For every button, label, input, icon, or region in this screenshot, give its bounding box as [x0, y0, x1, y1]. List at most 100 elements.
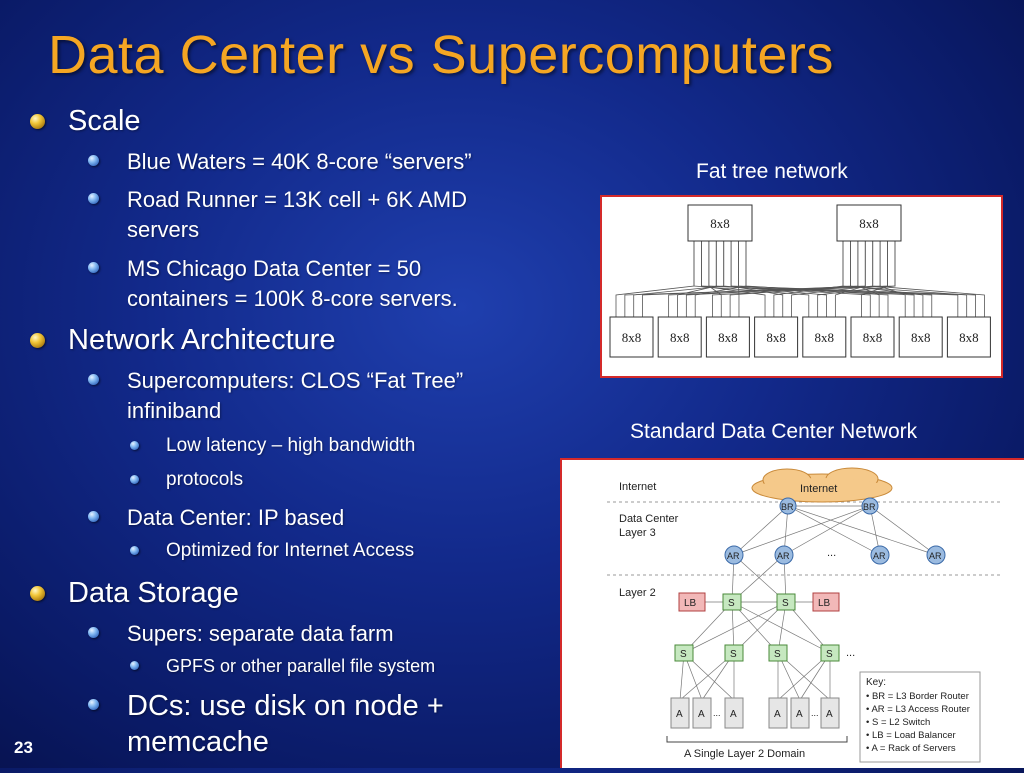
fat-tree-link: [701, 241, 765, 317]
sub-sub-bullet-icon: [130, 441, 139, 450]
bullet-ms-chicago-cont: containers = 100K 8-core servers.: [127, 284, 458, 314]
bullet-icon: [30, 333, 45, 348]
load-balancer-icon: LB: [679, 593, 705, 611]
load-balancer-icon: LB: [813, 593, 839, 611]
bullet-optimized: Optimized for Internet Access: [166, 540, 414, 562]
dc-layer3-label: Data Center: [619, 513, 679, 525]
access-router-icon: AR: [775, 546, 793, 564]
svg-text:LB: LB: [684, 598, 697, 609]
fat-tree-top-switches: 8x8 8x8: [688, 205, 901, 241]
key-item: • LB = Load Balancer: [866, 730, 956, 741]
server-rack-icon: A: [725, 698, 743, 728]
server-rack-icon: A: [671, 698, 689, 728]
internet-cloud-label: Internet: [800, 483, 837, 495]
switch-icon: S: [723, 594, 741, 610]
fat-tree-link: [873, 241, 985, 317]
bullet-list: Scale Blue Waters = 40K 8-core “servers”…: [0, 0, 600, 768]
svg-text:LB: LB: [818, 598, 831, 609]
switch-icon: S: [675, 645, 693, 661]
fat-tree-leaf-switch-label: 8x8: [670, 330, 690, 345]
bullet-supercomputers-cont: infiniband: [127, 396, 221, 426]
svg-text:AR: AR: [873, 551, 886, 561]
sub-bullet-icon: [88, 155, 99, 166]
bullet-supers-farm: Supers: separate data farm: [127, 619, 394, 649]
access-router-icon: AR: [871, 546, 889, 564]
ellipsis: ...: [846, 647, 855, 659]
dc-network-diagram: Internet Data Center Layer 3 Layer 2 Int…: [562, 460, 1024, 768]
fat-tree-link: [616, 241, 694, 317]
fat-tree-link: [716, 241, 870, 317]
bullet-road-runner: Road Runner = 13K cell + 6K AMD: [127, 185, 467, 215]
server-rack-icon: A: [769, 698, 787, 728]
fat-tree-link: [880, 241, 905, 317]
key-title: Key:: [866, 677, 886, 688]
fat-tree-leaf-switch-label: 8x8: [718, 330, 738, 345]
bullet-network-architecture: Network Architecture: [68, 324, 336, 357]
dc-network-figure: Internet Data Center Layer 3 Layer 2 Int…: [560, 458, 1024, 768]
switch-icon: S: [777, 594, 795, 610]
server-rack-icon: A: [791, 698, 809, 728]
fat-tree-leaf-switch-label: 8x8: [815, 330, 835, 345]
sub-bullet-icon: [88, 511, 99, 522]
fat-tree-leaf-switch-label: 8x8: [959, 330, 979, 345]
svg-text:A: A: [826, 709, 833, 720]
bullet-dcs: DCs: use disk on node +: [127, 688, 444, 724]
bullet-icon: [30, 586, 45, 601]
fat-tree-leaf-switch-label: 8x8: [863, 330, 883, 345]
svg-text:S: S: [728, 598, 735, 609]
svg-text:S: S: [680, 649, 687, 660]
ellipsis: ...: [827, 547, 836, 559]
bullet-supercomputers: Supercomputers: CLOS “Fat Tree”: [127, 366, 463, 396]
sub-bullet-icon: [88, 374, 99, 385]
fat-tree-caption: Fat tree network: [696, 160, 848, 184]
domain-label: A Single Layer 2 Domain: [684, 748, 805, 760]
key-item: • AR = L3 Access Router: [866, 704, 970, 715]
fat-tree-link: [625, 241, 895, 317]
bullet-blue-waters: Blue Waters = 40K 8-core “servers”: [127, 147, 472, 177]
switch-icon: S: [769, 645, 787, 661]
svg-text:A: A: [774, 709, 781, 720]
fat-tree-link: [746, 241, 888, 317]
fat-tree-link: [634, 241, 724, 317]
fat-tree-top-switch-label: 8x8: [859, 216, 879, 231]
dc-layer3-label-cont: Layer 3: [619, 527, 656, 539]
ellipsis: ...: [713, 708, 721, 718]
bullet-scale: Scale: [68, 105, 141, 138]
fat-tree-link: [677, 241, 716, 317]
svg-text:S: S: [730, 649, 737, 660]
fat-tree-link: [701, 241, 957, 317]
svg-text:S: S: [826, 649, 833, 660]
fat-tree-link: [730, 241, 850, 317]
svg-text:AR: AR: [929, 551, 942, 561]
svg-text:A: A: [796, 709, 803, 720]
sub-sub-bullet-icon: [130, 661, 139, 670]
dc-network-caption: Standard Data Center Network: [630, 420, 917, 444]
bullet-dcs-cont: memcache: [127, 724, 269, 760]
key-item: • BR = L3 Border Router: [866, 691, 969, 702]
sub-bullet-icon: [88, 262, 99, 273]
fat-tree-leaf-switch-label: 8x8: [622, 330, 642, 345]
layer2-label: Layer 2: [619, 587, 656, 599]
domain-bracket: [667, 736, 847, 742]
fat-tree-link: [643, 241, 866, 317]
key-item: • A = Rack of Servers: [866, 743, 956, 754]
svg-text:A: A: [730, 709, 737, 720]
border-router-icon: BR: [862, 498, 878, 514]
fat-tree-top-switch-label: 8x8: [710, 216, 730, 231]
fat-tree-link: [709, 241, 721, 317]
slide-number: 23: [14, 738, 33, 758]
sub-bullet-icon: [88, 627, 99, 638]
dc-links: [680, 506, 936, 700]
sub-sub-bullet-icon: [130, 546, 139, 555]
fat-tree-links: [616, 241, 984, 317]
legend-key: Key: • BR = L3 Border Router • AR = L3 A…: [860, 672, 980, 762]
svg-text:A: A: [698, 709, 705, 720]
fat-tree-link: [792, 241, 873, 317]
fat-tree-link: [712, 241, 880, 317]
svg-text:AR: AR: [727, 551, 740, 561]
bullet-protocols: protocols: [166, 469, 243, 491]
svg-text:S: S: [774, 649, 781, 660]
svg-text:AR: AR: [777, 551, 790, 561]
